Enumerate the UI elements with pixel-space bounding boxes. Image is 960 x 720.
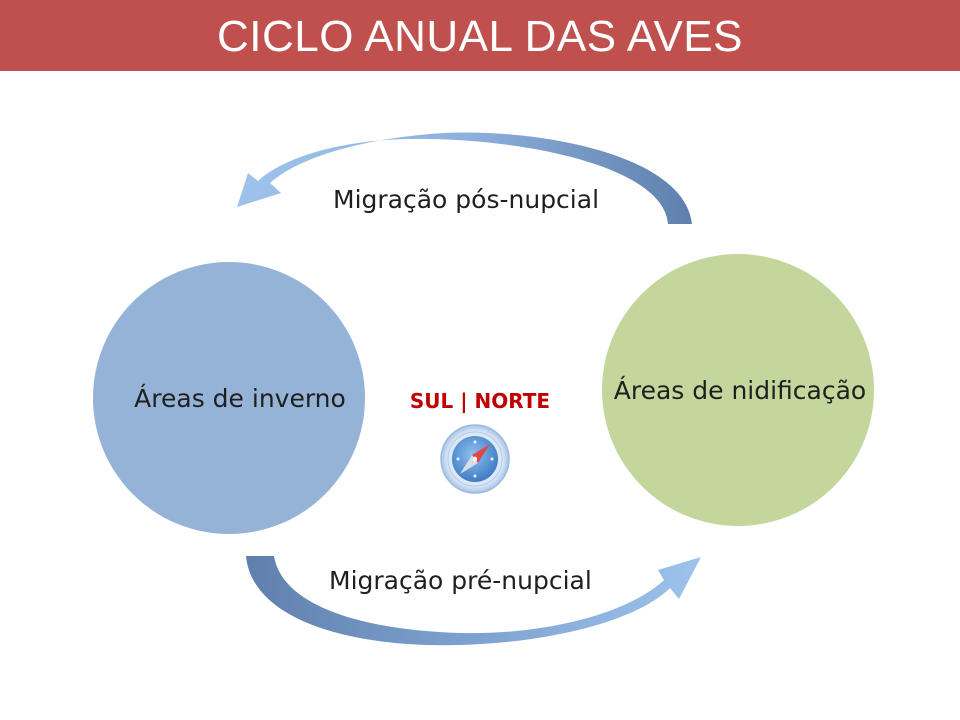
direction-label: SUL | NORTE bbox=[409, 389, 551, 413]
page-title: CICLO ANUAL DAS AVES bbox=[217, 11, 743, 61]
compass-icon bbox=[440, 424, 510, 494]
winter-area-label: Áreas de inverno bbox=[134, 384, 346, 413]
pre-nuptial-migration-label: Migração pré-nupcial bbox=[329, 566, 592, 595]
winter-area-circle bbox=[93, 262, 365, 534]
arrow-post-nuptial bbox=[237, 132, 692, 224]
breeding-area-label: Áreas de nidificação bbox=[613, 376, 867, 405]
title-bar: CICLO ANUAL DAS AVES bbox=[0, 0, 960, 71]
arrow-pre-nuptial bbox=[246, 556, 701, 646]
breeding-area-circle bbox=[602, 254, 874, 526]
post-nuptial-migration-label: Migração pós-nupcial bbox=[333, 185, 600, 214]
